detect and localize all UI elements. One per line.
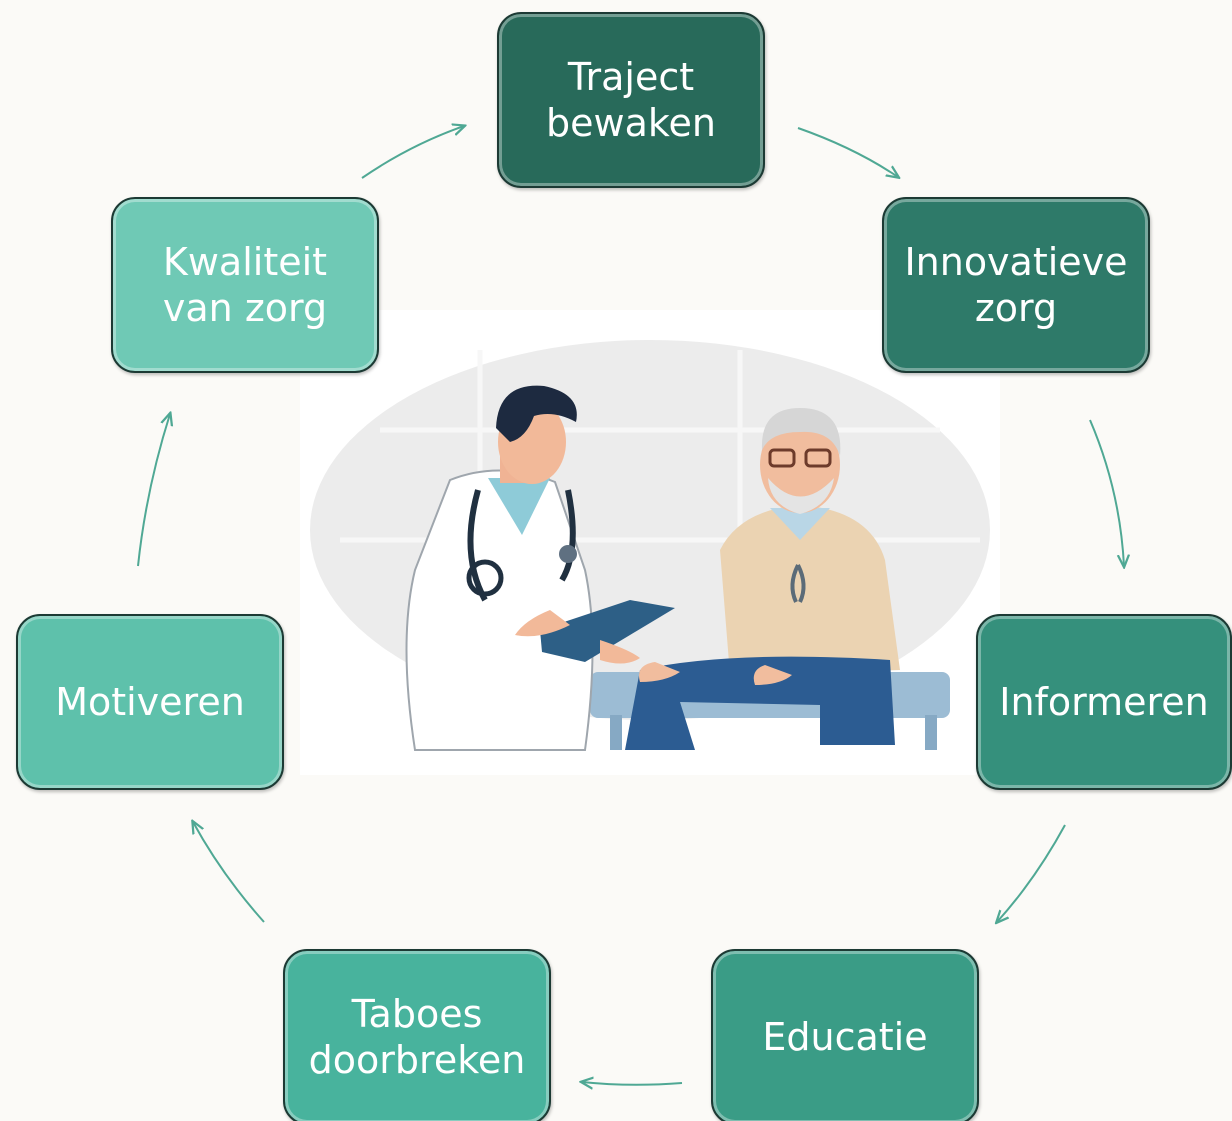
arrow-educatie-to-taboes [582,1082,683,1085]
patient-figure [625,408,900,750]
node-label: Motiveren [55,680,245,724]
node-innovatieve-zorg: Innovatieve zorg [882,197,1150,373]
arrow-informeren-to-educatie [997,824,1066,922]
node-label: Taboes doorbreken [308,992,526,1082]
node-label: Informeren [999,680,1209,724]
doctor-figure [405,385,675,751]
node-taboes-doorbreken: Taboes doorbreken [283,949,551,1121]
arrow-taboes-to-motiveren [193,822,265,923]
node-label: Traject bewaken [546,55,716,145]
node-label: Innovatieve zorg [904,240,1128,330]
node-label: Kwaliteit van zorg [162,240,328,330]
node-kwaliteit-van-zorg: Kwaliteit van zorg [111,197,379,373]
node-motiveren: Motiveren [16,614,284,790]
arrow-traject-to-innovatieve [797,127,898,177]
node-informeren: Informeren [976,614,1232,790]
doctor-patient-illustration [300,310,1000,775]
arrow-innovatieve-to-informeren [1089,419,1124,566]
node-label: Educatie [762,1015,928,1059]
node-educatie: Educatie [711,949,979,1121]
arrow-kwaliteit-to-traject [361,126,464,179]
node-traject-bewaken: Traject bewaken [497,12,765,188]
arrow-motiveren-to-kwaliteit [137,414,170,567]
